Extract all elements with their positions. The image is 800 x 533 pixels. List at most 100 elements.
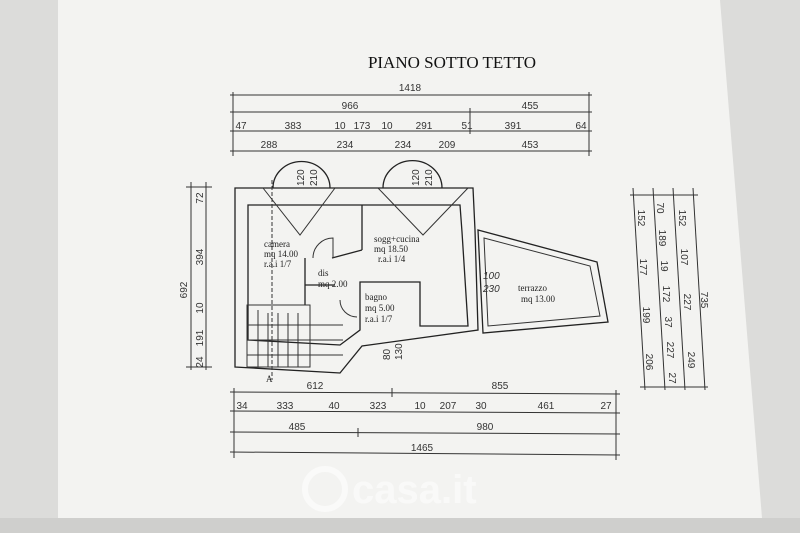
dim-top-total: 1418 <box>399 83 422 94</box>
svg-text:206: 206 <box>643 354 654 371</box>
svg-text:333: 333 <box>277 401 294 412</box>
svg-text:209: 209 <box>439 140 456 151</box>
dim-top-row3: 47 383 10 173 10 291 51 391 64 <box>235 121 587 132</box>
plan-title: PIANO SOTTO TETTO <box>368 53 536 72</box>
room-bagno: bagno mq 5.00 r.a.i 1/7 <box>365 292 395 324</box>
svg-text:177: 177 <box>637 259 648 276</box>
svg-text:130: 130 <box>394 343 405 360</box>
svg-text:70: 70 <box>654 202 665 214</box>
paper-sheet <box>58 0 762 518</box>
dim-top-row2: 455 <box>522 101 539 112</box>
room-disimpegno: dis mq 2.00 <box>318 268 348 289</box>
dim-left-inner: 72 394 10 191 24 <box>195 192 206 368</box>
casa-it-watermark: casa.it <box>302 466 477 512</box>
svg-text:249: 249 <box>685 352 696 369</box>
svg-text:mq 5.00: mq 5.00 <box>365 303 395 313</box>
dim-top-row4: 288 234 234 209 453 <box>261 140 539 151</box>
svg-text:227: 227 <box>664 342 675 359</box>
svg-text:210: 210 <box>309 169 320 186</box>
svg-text:r.a.i 1/7: r.a.i 1/7 <box>365 314 393 324</box>
svg-text:24: 24 <box>195 356 206 368</box>
svg-text:391: 391 <box>505 121 522 132</box>
door-labels: 100 230 80 130 <box>382 271 500 360</box>
dim-right-col2: 70 189 19 172 37 227 27 <box>654 202 677 384</box>
svg-text:291: 291 <box>416 121 433 132</box>
svg-text:40: 40 <box>328 401 340 412</box>
section-marker: A <box>266 374 273 384</box>
room-soggiorno-cucina: sogg+cucina mq 18.50 r.a.i 1/4 <box>374 234 420 264</box>
svg-text:323: 323 <box>370 401 387 412</box>
svg-text:152: 152 <box>635 210 646 227</box>
svg-text:227: 227 <box>681 294 692 311</box>
svg-text:189: 189 <box>656 230 667 247</box>
svg-text:51: 51 <box>461 121 473 132</box>
table-surface <box>0 518 800 533</box>
svg-text:10: 10 <box>195 302 206 314</box>
svg-text:47: 47 <box>235 121 247 132</box>
dim-right-total: 735 <box>698 292 709 309</box>
dim-bottom-total: 1465 <box>411 443 434 454</box>
svg-text:453: 453 <box>522 140 539 151</box>
svg-text:27: 27 <box>666 372 677 384</box>
svg-text:19: 19 <box>658 260 669 272</box>
dim-bottom-row1: 855 <box>492 381 509 392</box>
svg-text:152: 152 <box>676 210 687 227</box>
svg-text:107: 107 <box>678 249 689 266</box>
left-dimension-lines <box>186 182 212 370</box>
svg-text:34: 34 <box>236 401 248 412</box>
svg-text:10: 10 <box>381 121 393 132</box>
window-labels: 120 210 120 210 <box>296 169 435 186</box>
dim-right-col1: 152 177 199 206 <box>635 210 654 371</box>
svg-text:210: 210 <box>424 169 435 186</box>
svg-text:sogg+cucina: sogg+cucina <box>374 234 420 244</box>
svg-text:64: 64 <box>575 121 587 132</box>
svg-text:casa.it: casa.it <box>352 468 477 512</box>
svg-text:199: 199 <box>640 307 651 324</box>
svg-text:234: 234 <box>337 140 354 151</box>
dim-bottom-row3: 980 <box>477 422 494 433</box>
svg-text:120: 120 <box>411 169 422 186</box>
svg-text:camera: camera <box>264 239 290 249</box>
svg-text:207: 207 <box>440 401 457 412</box>
svg-text:173: 173 <box>354 121 371 132</box>
bottom-dimension-lines <box>229 388 621 460</box>
svg-text:172: 172 <box>660 286 671 303</box>
dormer-windows <box>272 160 443 189</box>
dim-left-total: 692 <box>179 281 190 298</box>
svg-text:191: 191 <box>195 329 206 346</box>
svg-text:10: 10 <box>414 401 426 412</box>
svg-text:234: 234 <box>395 140 412 151</box>
svg-text:terrazzo: terrazzo <box>518 283 547 293</box>
svg-text:72: 72 <box>195 192 206 204</box>
svg-text:10: 10 <box>334 121 346 132</box>
svg-text:mq 13.00: mq 13.00 <box>521 294 556 304</box>
staircase <box>246 180 343 380</box>
room-terrazzo: terrazzo mq 13.00 <box>518 283 556 304</box>
svg-text:r.a.i 1/7: r.a.i 1/7 <box>264 259 292 269</box>
svg-text:30: 30 <box>475 401 487 412</box>
svg-text:230: 230 <box>482 284 500 295</box>
svg-text:80: 80 <box>382 348 393 360</box>
svg-text:394: 394 <box>195 248 206 265</box>
top-dimension-lines <box>230 92 592 156</box>
svg-text:mq 2.00: mq 2.00 <box>318 279 348 289</box>
dim-bottom-row1: 612 <box>307 381 324 392</box>
svg-text:461: 461 <box>538 401 555 412</box>
svg-text:120: 120 <box>296 169 307 186</box>
svg-text:mq 14.00: mq 14.00 <box>264 249 299 259</box>
svg-text:r.a.i 1/4: r.a.i 1/4 <box>378 254 406 264</box>
terrace-outline <box>477 229 609 334</box>
dim-bottom-row2: 34 333 40 323 10 207 30 461 27 <box>236 401 612 412</box>
svg-text:383: 383 <box>285 121 302 132</box>
svg-text:37: 37 <box>662 316 673 328</box>
building-walls <box>234 187 479 374</box>
room-camera: camera mq 14.00 r.a.i 1/7 <box>264 239 299 269</box>
svg-text:dis: dis <box>318 268 329 278</box>
svg-text:bagno: bagno <box>365 292 387 302</box>
svg-text:288: 288 <box>261 140 278 151</box>
svg-text:100: 100 <box>483 271 500 282</box>
dim-top-row2: 966 <box>342 101 359 112</box>
dim-bottom-row3: 485 <box>289 422 306 433</box>
dim-right-col3: 152 107 227 249 <box>676 210 696 369</box>
